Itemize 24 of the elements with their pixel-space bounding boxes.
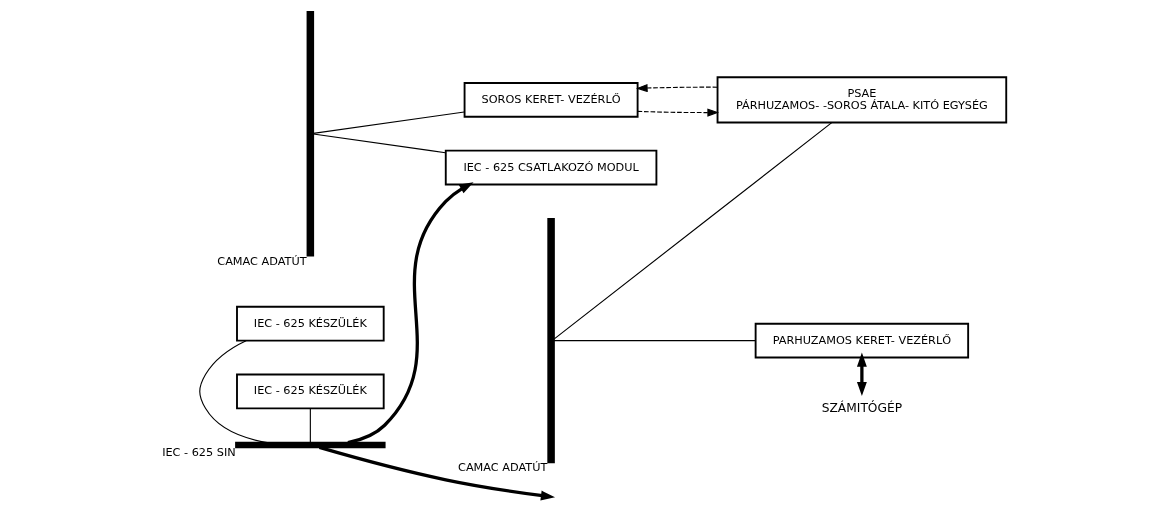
node-label: IEC - 625 SIN <box>161 446 236 460</box>
node-text: SZÁMITÓGÉP <box>821 400 902 415</box>
arrow <box>856 352 867 397</box>
arrow <box>318 445 555 501</box>
node-box: IEC - 625 KÉSZÜLÉK <box>235 373 385 410</box>
connector <box>312 111 465 134</box>
node-box: IEC - 625 CSATLAKOZÓ MODUL <box>444 149 657 186</box>
connector <box>552 340 756 342</box>
node-box: SOROS KERET- VEZÉRLŐ <box>463 82 639 118</box>
node-bar <box>306 11 314 257</box>
node-box: IEC - 625 KÉSZÜLÉK <box>235 305 385 342</box>
connector <box>198 340 268 444</box>
connector <box>312 133 446 154</box>
arrow <box>636 108 719 117</box>
connector <box>552 122 832 340</box>
connector <box>309 408 311 444</box>
node-box: PSAE PÁRHUZAMOS- -SOROS ÁTALA- KITÓ EGYSÉG <box>716 76 1007 124</box>
node-box: PARHUZAMOS KERET- VEZÉRLŐ <box>754 322 969 359</box>
node-bar <box>546 217 555 464</box>
arrow <box>347 182 474 445</box>
node-label: CAMAC ADATÚT <box>216 254 307 268</box>
node-label: CAMAC ADATÚT <box>457 461 547 475</box>
node-bar <box>234 441 386 449</box>
arrow <box>635 83 718 93</box>
